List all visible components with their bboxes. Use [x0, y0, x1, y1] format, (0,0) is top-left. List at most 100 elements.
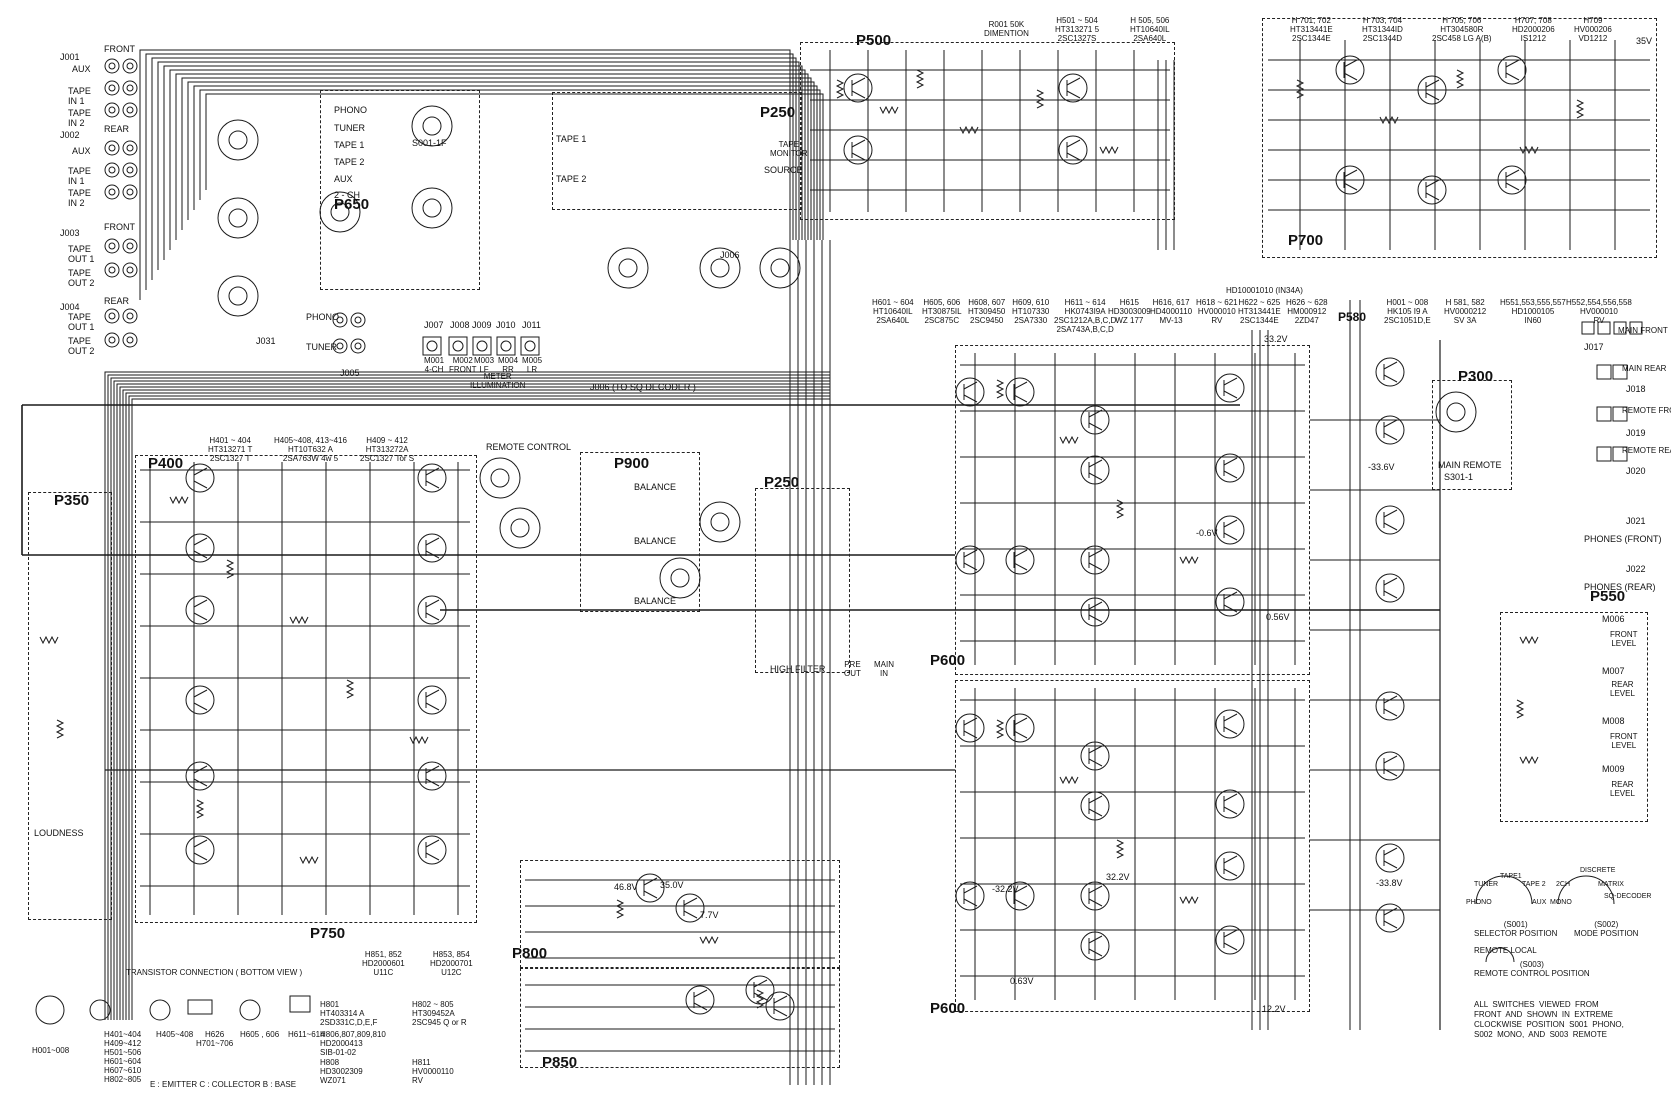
- transistor-symbol: [185, 835, 215, 865]
- block-label-p600-lower: P600: [930, 1000, 966, 1017]
- p580-header-1: H001 ~ 008 HK105 I9 A 2SC1051D,E: [1384, 298, 1431, 325]
- voltage-35-0v: 35.0V: [660, 880, 684, 890]
- rca-jack-center: [126, 106, 134, 114]
- p580-header-2: H 581, 582 HV0000212 SV 3A: [1444, 298, 1487, 325]
- transistor-collector: [1088, 549, 1103, 558]
- transistor-symbol: [1058, 135, 1088, 165]
- transistor-symbol: [955, 881, 985, 911]
- block-label-p650: P650: [334, 196, 370, 213]
- transistor-symbol: [1215, 587, 1245, 617]
- output-front: FRONT: [104, 222, 135, 232]
- rca-jack-center: [126, 62, 134, 70]
- p650-aux: AUX: [334, 174, 353, 184]
- rca-jack-center: [108, 106, 116, 114]
- transistor-symbol: [1215, 789, 1245, 819]
- rotary-switch-wafer: [411, 187, 453, 229]
- transistor-collector: [753, 979, 768, 988]
- p550-rear-level-2: REAR LEVEL: [1610, 780, 1635, 798]
- transistor-symbol: [1005, 545, 1035, 575]
- resistor-symbol: [195, 799, 205, 819]
- transistor-emitter: [193, 702, 208, 711]
- rotary-switch-wafer: [659, 557, 701, 599]
- rca-jack: [104, 162, 120, 178]
- connector-j002: J002: [60, 130, 80, 140]
- transistor-emitter: [193, 480, 208, 489]
- block-label-p600-upper: P600: [930, 652, 966, 669]
- block-label-p400: P400: [148, 455, 184, 472]
- input-tape-in1-rear: TAPE IN 1: [68, 166, 91, 186]
- out-remote-front: REMOTE FRONT: [1622, 406, 1671, 415]
- block-label-p250-mid: P250: [764, 474, 800, 491]
- transistor-emitter: [1088, 614, 1103, 623]
- transistor-collector: [963, 381, 978, 390]
- p650-tape2: TAPE 2: [334, 157, 365, 167]
- remote-control-label: REMOTE CONTROL: [486, 442, 572, 452]
- transistor-collector: [1013, 549, 1028, 558]
- p600-header-8: H618 ~ 621 HV000010 RV: [1196, 298, 1238, 325]
- meter-m003: M003 LF: [474, 356, 495, 374]
- input-aux-rear: AUX: [72, 146, 91, 156]
- transistor-emitter: [1088, 948, 1103, 957]
- rca-jack-center: [108, 188, 116, 196]
- speaker-terminal: [1581, 321, 1595, 335]
- rca-jack-center: [126, 266, 134, 274]
- p600-header-1: H601 ~ 604 HT10640IL 2SA640L: [872, 298, 914, 325]
- transistor-emitter: [1425, 92, 1440, 101]
- transistor-collector: [1223, 591, 1238, 600]
- rca-jack: [122, 58, 138, 74]
- rca-jack-center: [108, 166, 116, 174]
- block-label-p350: P350: [54, 492, 90, 509]
- transistor-emitter: [773, 1008, 788, 1017]
- p600-header-7: H616, 617 HD4000110 MV-13: [1150, 298, 1193, 325]
- transistor-collector: [1383, 509, 1398, 518]
- block-label-p250-top: P250: [760, 104, 796, 121]
- rca-jack-center: [126, 312, 134, 320]
- transistor-collector: [1425, 179, 1440, 188]
- transistor-emitter: [1223, 390, 1238, 399]
- connector-j017: J017: [1584, 342, 1604, 352]
- block-p350-boundary: [28, 492, 112, 920]
- rotary-switch-wafer: [607, 247, 649, 289]
- pre-out-label: PRE OUT: [844, 660, 861, 678]
- meter-lamp: [496, 336, 516, 356]
- cable-wire: [113, 380, 830, 1020]
- rotary-switch-wafer: [1435, 391, 1477, 433]
- transistor-collector: [683, 897, 698, 906]
- rca-jack: [104, 332, 120, 348]
- rca-jack: [332, 312, 348, 328]
- rca-jack: [104, 238, 120, 254]
- transistor-collector: [773, 995, 788, 1004]
- loudness-label: LOUDNESS: [34, 828, 84, 838]
- meter-m002: M002 FRONT: [449, 356, 477, 374]
- transistor-emitter: [1383, 590, 1398, 599]
- rotary-switch-wafer: [217, 275, 259, 317]
- transistor-symbol: [185, 533, 215, 563]
- cable-wire: [119, 386, 830, 1020]
- transistor-symbol: [1005, 881, 1035, 911]
- block-label-p800: P800: [512, 945, 548, 962]
- transistor-emitter: [1088, 758, 1103, 767]
- transistor-emitter: [1425, 192, 1440, 201]
- cable-wire: [107, 374, 830, 1020]
- meter-lamp-bulb: [452, 340, 464, 352]
- p400-header-2: H405~408, 413~416 HT10T632 A 2SA763W 4w …: [274, 436, 347, 463]
- transistor-symbol: [1215, 851, 1245, 881]
- connector-j006: J006: [720, 250, 740, 260]
- cable-wire: [128, 395, 830, 1020]
- transistor-emitter: [425, 480, 440, 489]
- mode-dial: [1557, 875, 1615, 905]
- selector-position-note: (S001) SELECTOR POSITION: [1474, 920, 1558, 938]
- p700-header-4: H707, 708 HD2000206 IS1212: [1512, 16, 1555, 43]
- p600-header-2: H605, 606 HT30875IL 2SC875C: [922, 298, 962, 325]
- lower-left-header-2: H802 ~ 805 HT309452A 2SC945 Q or R: [412, 1000, 467, 1027]
- transistor-collector: [1223, 377, 1238, 386]
- out-main-rear: MAIN REAR: [1622, 364, 1667, 373]
- rca-jack: [122, 332, 138, 348]
- transistor-emitter: [753, 992, 768, 1001]
- p580-header-4: H552,554,556,558 HV000010 RV: [1566, 298, 1632, 325]
- transistor-symbol: [1375, 573, 1405, 603]
- transistor-symbol: [1375, 505, 1405, 535]
- transistor-emitter: [1223, 942, 1238, 951]
- selector-tuner: TUNER: [1474, 881, 1499, 888]
